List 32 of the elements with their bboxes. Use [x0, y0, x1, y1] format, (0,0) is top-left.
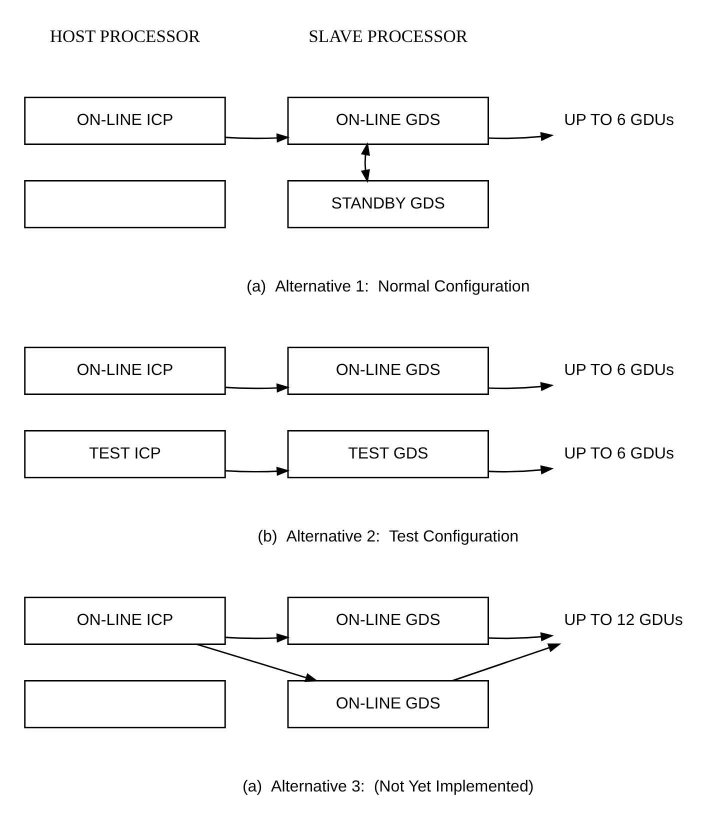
node-box: [24, 180, 226, 228]
node-text: UP TO 6 GDUs: [564, 360, 674, 379]
node-box: ON-LINE ICP: [24, 596, 226, 645]
label: (b) Alternative 2: Test Configuration: [257, 528, 518, 546]
node-box: TEST ICP: [24, 430, 226, 478]
node-box: ON-LINE ICP: [24, 96, 226, 145]
node-box: ON-LINE ICP: [24, 346, 226, 395]
arrow: [488, 132, 554, 142]
node-box: ON-LINE GDS: [286, 596, 489, 645]
arrow: [224, 633, 290, 643]
arrow: [452, 643, 561, 682]
node-box: STANDBY GDS: [286, 180, 489, 228]
node-text: UP TO 6 GDUs: [564, 444, 674, 462]
node-text: UP TO 12 GDUs: [564, 610, 682, 629]
arrow: [360, 142, 370, 183]
label: (a) Alternative 1: Normal Configuration: [246, 278, 530, 296]
node-box: ON-LINE GDS: [286, 680, 489, 728]
arrow: [196, 644, 318, 682]
arrow: [224, 133, 290, 143]
label: SLAVE PROCESSOR: [308, 26, 468, 46]
arrow: [488, 632, 554, 642]
node-text: UP TO 6 GDUs: [564, 110, 674, 129]
arrow: [224, 383, 290, 393]
label: HOST PROCESSOR: [49, 26, 200, 46]
node-box: ON-LINE GDS: [286, 96, 489, 145]
node-box: ON-LINE GDS: [286, 346, 489, 395]
label: (a) Alternative 3: (Not Yet Implemented): [242, 778, 534, 796]
node-box: TEST GDS: [286, 430, 489, 478]
arrow: [224, 466, 290, 476]
arrow: [488, 465, 554, 474]
node-box: [24, 680, 226, 728]
arrow: [488, 382, 554, 392]
